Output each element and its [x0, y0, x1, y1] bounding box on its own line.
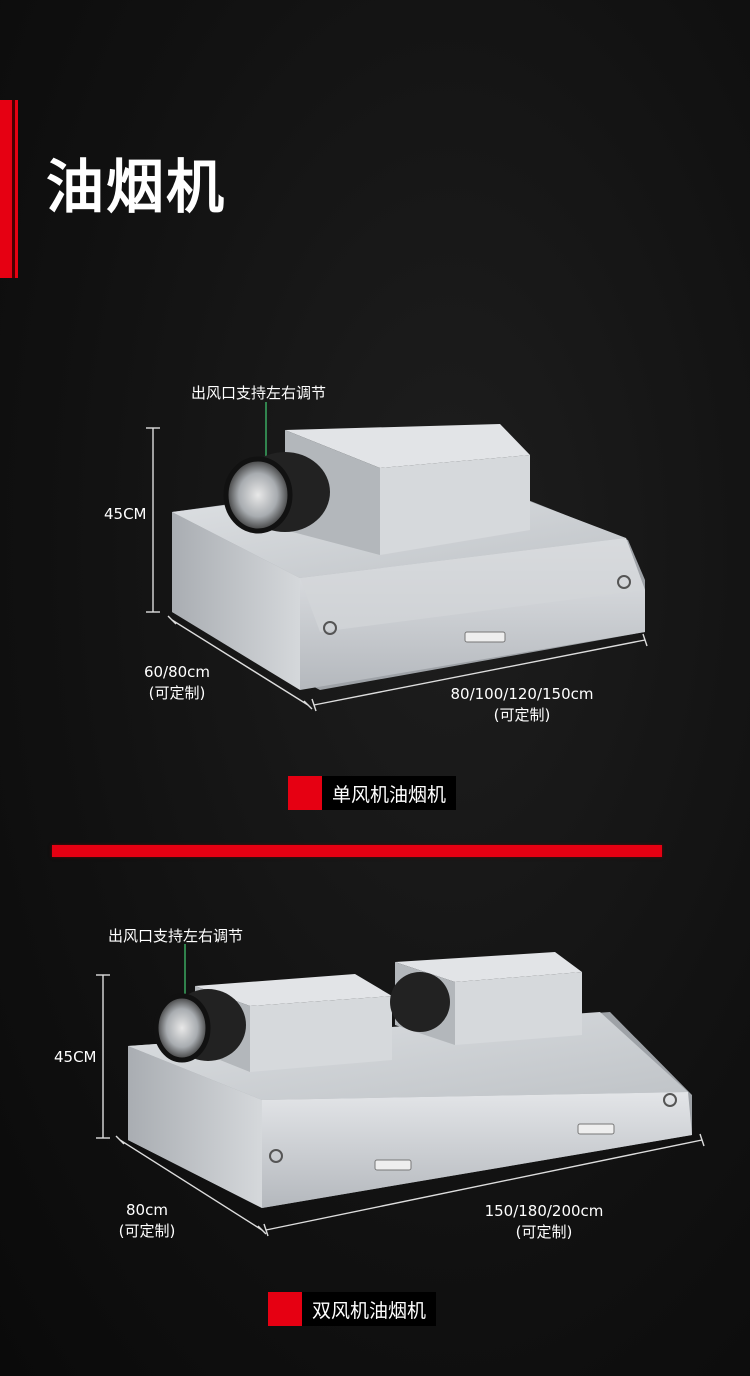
- hood-side-panel: [128, 1046, 262, 1208]
- width-label-single: 80/100/120/150cm (可定制): [432, 684, 612, 726]
- page-title: 油烟机: [46, 153, 227, 221]
- outlet-note-single: 出风口支持左右调节: [191, 384, 327, 402]
- product-name-single: 单风机油烟机: [332, 783, 447, 806]
- fan-box-front: [455, 972, 582, 1045]
- duct-outlet-icon: [223, 456, 293, 534]
- width-value: 150/180/200cm: [484, 1202, 604, 1220]
- outlet-note-double: 出风口支持左右调节: [108, 927, 244, 945]
- duct-outlet-icon: [153, 993, 211, 1063]
- height-dimension-line-double: [96, 974, 110, 1139]
- width-dimension-line-double: [263, 1133, 705, 1237]
- width-value: 80/100/120/150cm: [450, 685, 594, 703]
- fan-box-top: [195, 974, 392, 1006]
- height-dimension-line-single: [146, 427, 160, 613]
- hook-ring-icon: [323, 621, 337, 635]
- control-panel-icon: [374, 1159, 412, 1171]
- depth-dimension-line-single: [167, 615, 313, 710]
- hood-slope: [300, 538, 645, 632]
- hood-front-panel: [262, 1092, 692, 1208]
- depth-note: (可定制): [118, 1222, 176, 1240]
- product-tag-double: 双风机油烟机: [268, 1292, 437, 1326]
- hook-ring-icon: [269, 1149, 283, 1163]
- height-label-double: 45CM: [54, 1048, 97, 1066]
- duct-collar: [390, 972, 450, 1032]
- control-panel-icon: [577, 1123, 615, 1135]
- depth-note: (可定制): [148, 684, 206, 702]
- product-name-double: 双风机油烟机: [312, 1299, 427, 1322]
- depth-value: 80cm: [126, 1201, 168, 1219]
- width-label-double: 150/180/200cm (可定制): [454, 1201, 634, 1243]
- section-accent-bar: [0, 100, 18, 278]
- depth-value: 60/80cm: [143, 663, 211, 681]
- depth-label-single: 60/80cm (可定制): [134, 662, 220, 704]
- width-note: (可定制): [515, 1223, 573, 1241]
- depth-dimension-line-double: [115, 1135, 267, 1235]
- product-tag-single: 单风机油烟机: [288, 776, 457, 810]
- section-divider: [52, 845, 662, 857]
- control-panel-icon: [464, 631, 506, 643]
- height-label-single: 45CM: [104, 505, 147, 523]
- hook-ring-icon: [617, 575, 631, 589]
- width-dimension-line-single: [311, 633, 648, 712]
- hood-side-panel: [172, 512, 300, 690]
- depth-label-double: 80cm (可定制): [104, 1200, 190, 1242]
- width-note: (可定制): [493, 706, 551, 724]
- fan-box-front: [380, 455, 530, 555]
- fan-box-top: [285, 424, 530, 468]
- hook-ring-icon: [663, 1093, 677, 1107]
- tag-marker: [268, 1292, 302, 1326]
- fan-box-top: [395, 952, 582, 982]
- tag-marker: [288, 776, 322, 810]
- fan-box-front: [250, 996, 392, 1072]
